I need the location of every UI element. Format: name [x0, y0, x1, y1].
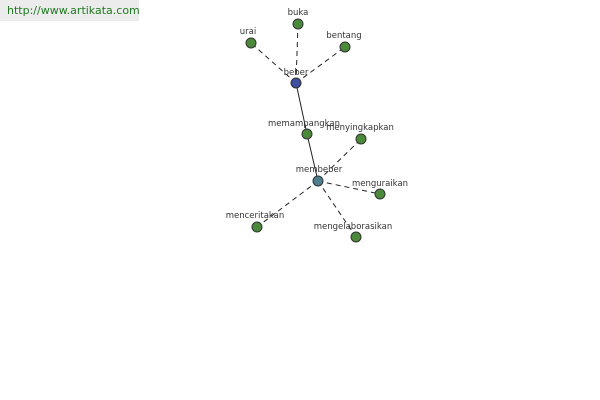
node-menyingkapkan[interactable]	[355, 133, 367, 145]
edges-layer	[250, 23, 381, 238]
node-label-memampangkan[interactable]: memampangkan	[268, 119, 340, 129]
edge-beber-urai	[250, 42, 297, 84]
edge-membeber-mengelaborasikan	[317, 180, 357, 238]
node-label-membeber[interactable]: membeber	[296, 165, 343, 175]
node-mengelaborasikan[interactable]	[350, 231, 362, 243]
node-urai[interactable]	[245, 37, 257, 49]
node-menceritakan[interactable]	[251, 221, 263, 233]
edge-memampangkan-membeber	[306, 133, 319, 182]
node-label-mengelaborasikan[interactable]: mengelaborasikan	[314, 222, 393, 232]
node-label-urai[interactable]: urai	[240, 27, 256, 37]
node-label-menyingkapkan[interactable]: menyingkapkan	[326, 123, 394, 133]
node-membeber[interactable]	[312, 175, 324, 187]
labels-layer: beber buka urai bentang memampangkan membeber…	[226, 8, 408, 232]
node-label-buka[interactable]: buka	[288, 8, 309, 18]
edge-membeber-menceritakan	[256, 180, 319, 228]
edge-membeber-menyingkapkan	[317, 138, 362, 182]
node-menguraikan[interactable]	[374, 188, 386, 200]
node-label-menguraikan[interactable]: menguraikan	[352, 179, 408, 189]
edge-beber-buka	[295, 23, 299, 84]
node-memampangkan[interactable]	[301, 128, 313, 140]
node-label-menceritakan[interactable]: menceritakan	[226, 211, 285, 221]
source-url-banner[interactable]: http://www.artikata.com	[0, 0, 140, 21]
node-beber[interactable]	[290, 77, 302, 89]
edge-beber-bentang	[295, 46, 346, 84]
nodes-layer	[245, 18, 386, 243]
edge-membeber-menguraikan	[317, 180, 381, 195]
node-label-beber[interactable]: beber	[284, 68, 309, 78]
edge-beber-memampangkan	[295, 82, 308, 135]
node-label-bentang[interactable]: bentang	[326, 31, 361, 41]
node-bentang[interactable]	[339, 41, 351, 53]
node-buka[interactable]	[292, 18, 304, 30]
